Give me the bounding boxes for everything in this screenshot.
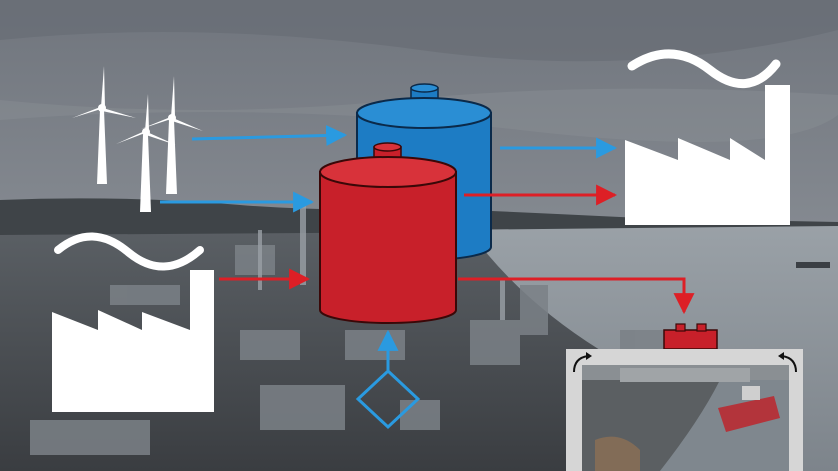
terminal-heat-unit-icon <box>663 323 718 350</box>
factory-with-heat-icon <box>52 232 214 412</box>
heat-exchanger-icon <box>355 368 421 430</box>
wind-turbine-icon <box>141 76 203 194</box>
cold-flow-arrows <box>160 124 618 370</box>
arrow-turbine-to-cold-tank <box>191 124 348 146</box>
wind-turbines <box>72 66 203 212</box>
arrow-hot-tank-to-terminal <box>458 277 695 315</box>
wind-turbine-icon <box>72 66 136 184</box>
factory-with-heat-icon <box>625 49 790 225</box>
hot-flow-arrows <box>219 184 695 315</box>
ship-terminal-inset <box>566 349 803 471</box>
hot-storage-tank-icon <box>319 142 457 324</box>
wind-turbine-icon <box>116 94 176 212</box>
